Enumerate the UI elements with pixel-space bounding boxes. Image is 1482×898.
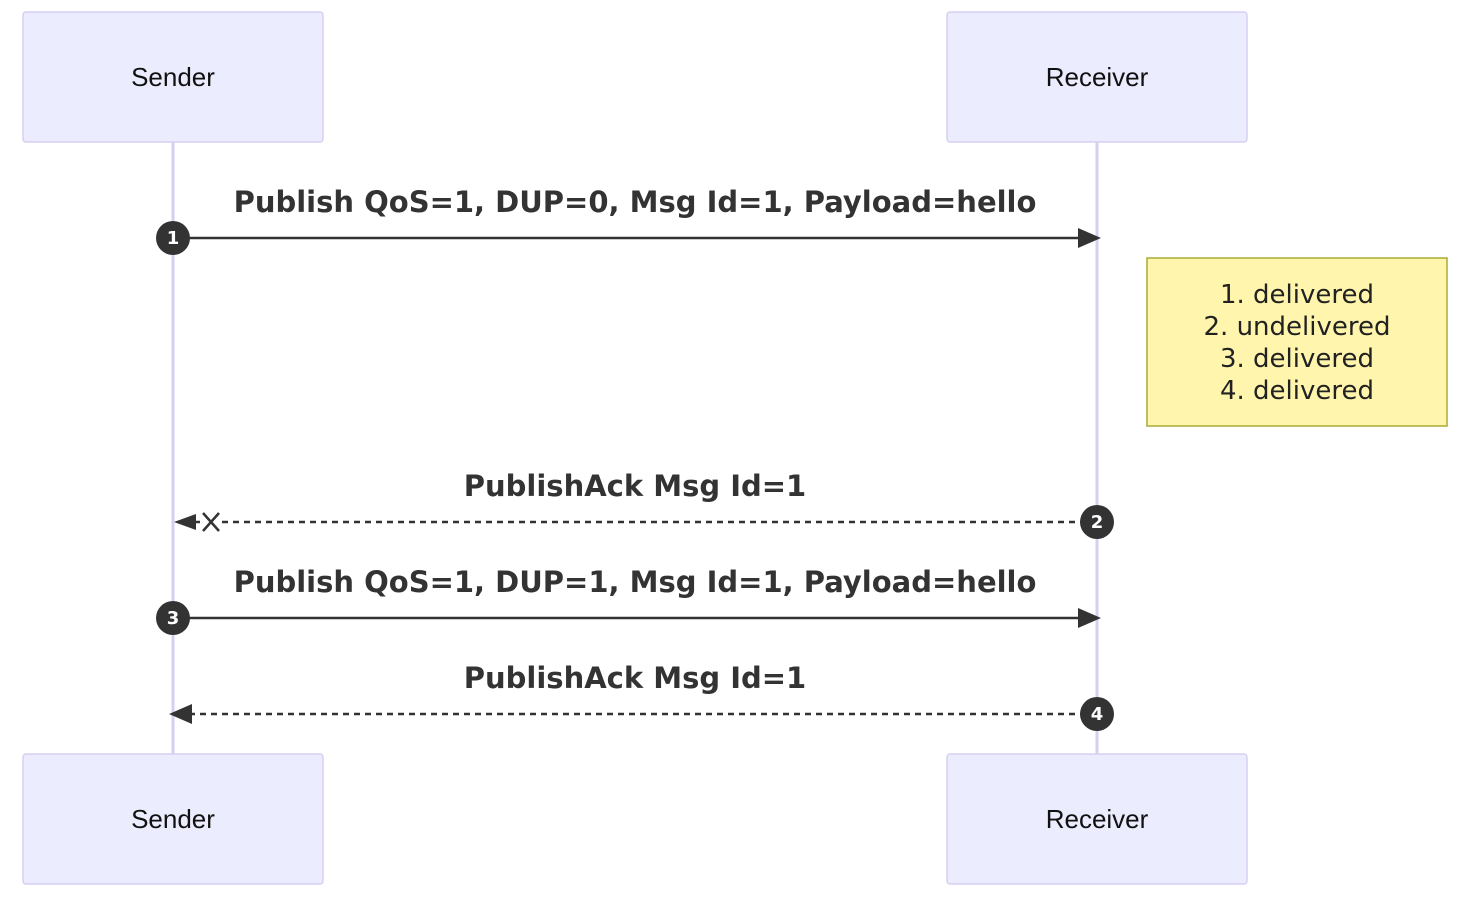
message-2: PublishAck Msg Id=1 2 [174,469,1114,539]
delivery-note: 1. delivered 2. undelivered 3. delivered… [1146,257,1448,427]
note-line: 2. undelivered [1204,312,1391,342]
actor-label: Receiver [1046,62,1149,92]
message-4: PublishAck Msg Id=1 4 [169,661,1114,731]
arrow-head [169,704,192,724]
message-label: Publish QoS=1, DUP=1, Msg Id=1, Payload=… [234,565,1037,599]
message-label: PublishAck Msg Id=1 [464,469,806,503]
sequence-number-badge [156,221,190,255]
sequence-number-badge [1080,697,1114,731]
arrow-head [174,514,196,530]
sequence-number-badge [1080,505,1114,539]
message-label: PublishAck Msg Id=1 [464,661,806,695]
sequence-number: 3 [167,608,180,629]
message-label: Publish QoS=1, DUP=0, Msg Id=1, Payload=… [234,185,1037,219]
sequence-number: 4 [1091,704,1104,725]
actor-sender-bottom: Sender [22,753,324,885]
actor-label: Receiver [1046,804,1149,834]
note-line: 3. delivered [1220,344,1374,374]
lost-message-cross-icon [202,512,220,532]
sequence-number: 1 [167,228,180,249]
note-line: 1. delivered [1220,280,1374,310]
note-line: 4. delivered [1220,376,1374,406]
actor-sender-top: Sender [22,11,324,143]
sequence-number-badge [156,601,190,635]
message-3: Publish QoS=1, DUP=1, Msg Id=1, Payload=… [156,565,1101,635]
actor-label: Sender [131,62,215,92]
actor-receiver-top: Receiver [946,11,1248,143]
arrow-head [1078,608,1101,628]
message-1: Publish QoS=1, DUP=0, Msg Id=1, Payload=… [156,185,1101,255]
actor-label: Sender [131,804,215,834]
actor-receiver-bottom: Receiver [946,753,1248,885]
sequence-number: 2 [1091,512,1104,533]
arrow-head [1078,228,1101,248]
